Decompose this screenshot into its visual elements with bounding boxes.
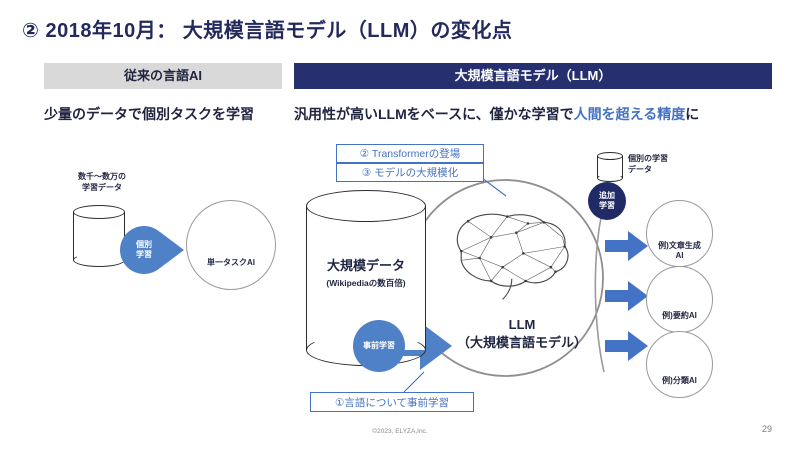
bigdata-cylinder-label: 大規模データ (Wikipediaの数百倍) [306,255,426,289]
page-title: ② 2018年10月： 大規模言語モデル（LLM）の変化点 [22,20,513,42]
bubble-label-summarize-ai: 例)要約AI [662,311,697,320]
bubble-summarize-ai [646,266,713,333]
badge-individual-training: 個別 学習 [120,226,168,274]
arrow-downstream-3 [605,331,648,361]
database-cylinder-icon-tuning [597,152,623,182]
callout-language-pretraining: ①言語について事前学習 [310,392,474,412]
connector-additional-training [594,195,608,373]
callout-leader-transformer [481,177,507,197]
llm-center-label: LLM （大規模言語モデル） [456,317,587,350]
brain-icon-llm [456,213,569,300]
bigdata-title: 大規模データ [326,258,405,273]
tuning-data-caption: 個別の学習 データ [628,154,668,174]
arrow-downstream-2 [605,281,648,311]
bubble-label-single-task-ai: 単一タスクAI [207,258,255,267]
legacy-data-caption: 数千～数万の 学習データ [78,172,126,192]
callout-model-scaling: ③ モデルの大規模化 [336,163,484,182]
bubble-classify-ai [646,331,713,398]
bubble-label-generation-ai: 例)文章生成 AI [658,241,701,261]
bubble-single-task-ai [186,200,276,290]
lead-llm-prefix: 汎用性が高いLLMをベースに、僅かな学習で [294,106,574,122]
lead-text-legacy: 少量のデータで個別タスクを学習 [44,106,254,122]
bubble-generation-ai [646,200,713,267]
section-header-legacy-ai: 従来の言語AI [44,63,282,89]
database-cylinder-icon-legacy [73,205,125,267]
lead-llm-suffix: に [685,106,700,122]
arrow-downstream-1 [605,231,648,261]
page-number: 29 [761,424,772,434]
bubble-label-classify-ai: 例)分類AI [662,376,697,385]
badge-pretraining: 事前学習 [353,320,405,372]
copyright-footer: ©2023, ELYZA,Inc. [372,428,428,435]
callout-leader-pretrain [403,371,425,393]
callout-transformer: ② Transformerの登場 [336,144,484,163]
section-header-llm: 大規模言語モデル（LLM） [294,63,772,89]
lead-llm-highlight: 人間を超える精度 [573,106,686,122]
lead-text-llm: 汎用性が高いLLMをベースに、僅かな学習で人間を超える精度に [294,104,699,124]
bigdata-subtitle: (Wikipediaの数百倍) [326,278,406,288]
badge-additional-training: 追加 学習 [588,182,626,220]
